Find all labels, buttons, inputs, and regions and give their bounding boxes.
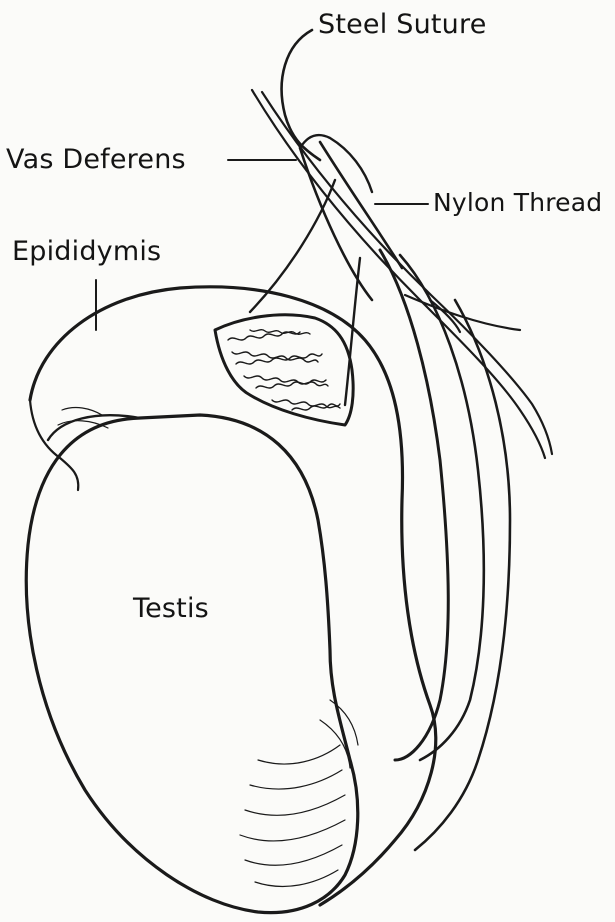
vas-deferens-outer [380,250,448,760]
testis-outline [26,415,358,913]
label-steel-suture: Steel Suture [318,11,487,38]
steel-suture-long [252,90,545,458]
steel-suture-long-2 [262,92,552,454]
label-epididymis: Epididymis [12,238,161,265]
cord-top [300,135,372,192]
label-nylon-thread: Nylon Thread [433,190,602,215]
label-testis: Testis [133,595,209,622]
steel-suture-wire [282,30,320,160]
label-vas-deferens: Vas Deferens [6,146,186,173]
tubule-window [215,315,353,425]
tubule-squiggles [228,330,340,410]
